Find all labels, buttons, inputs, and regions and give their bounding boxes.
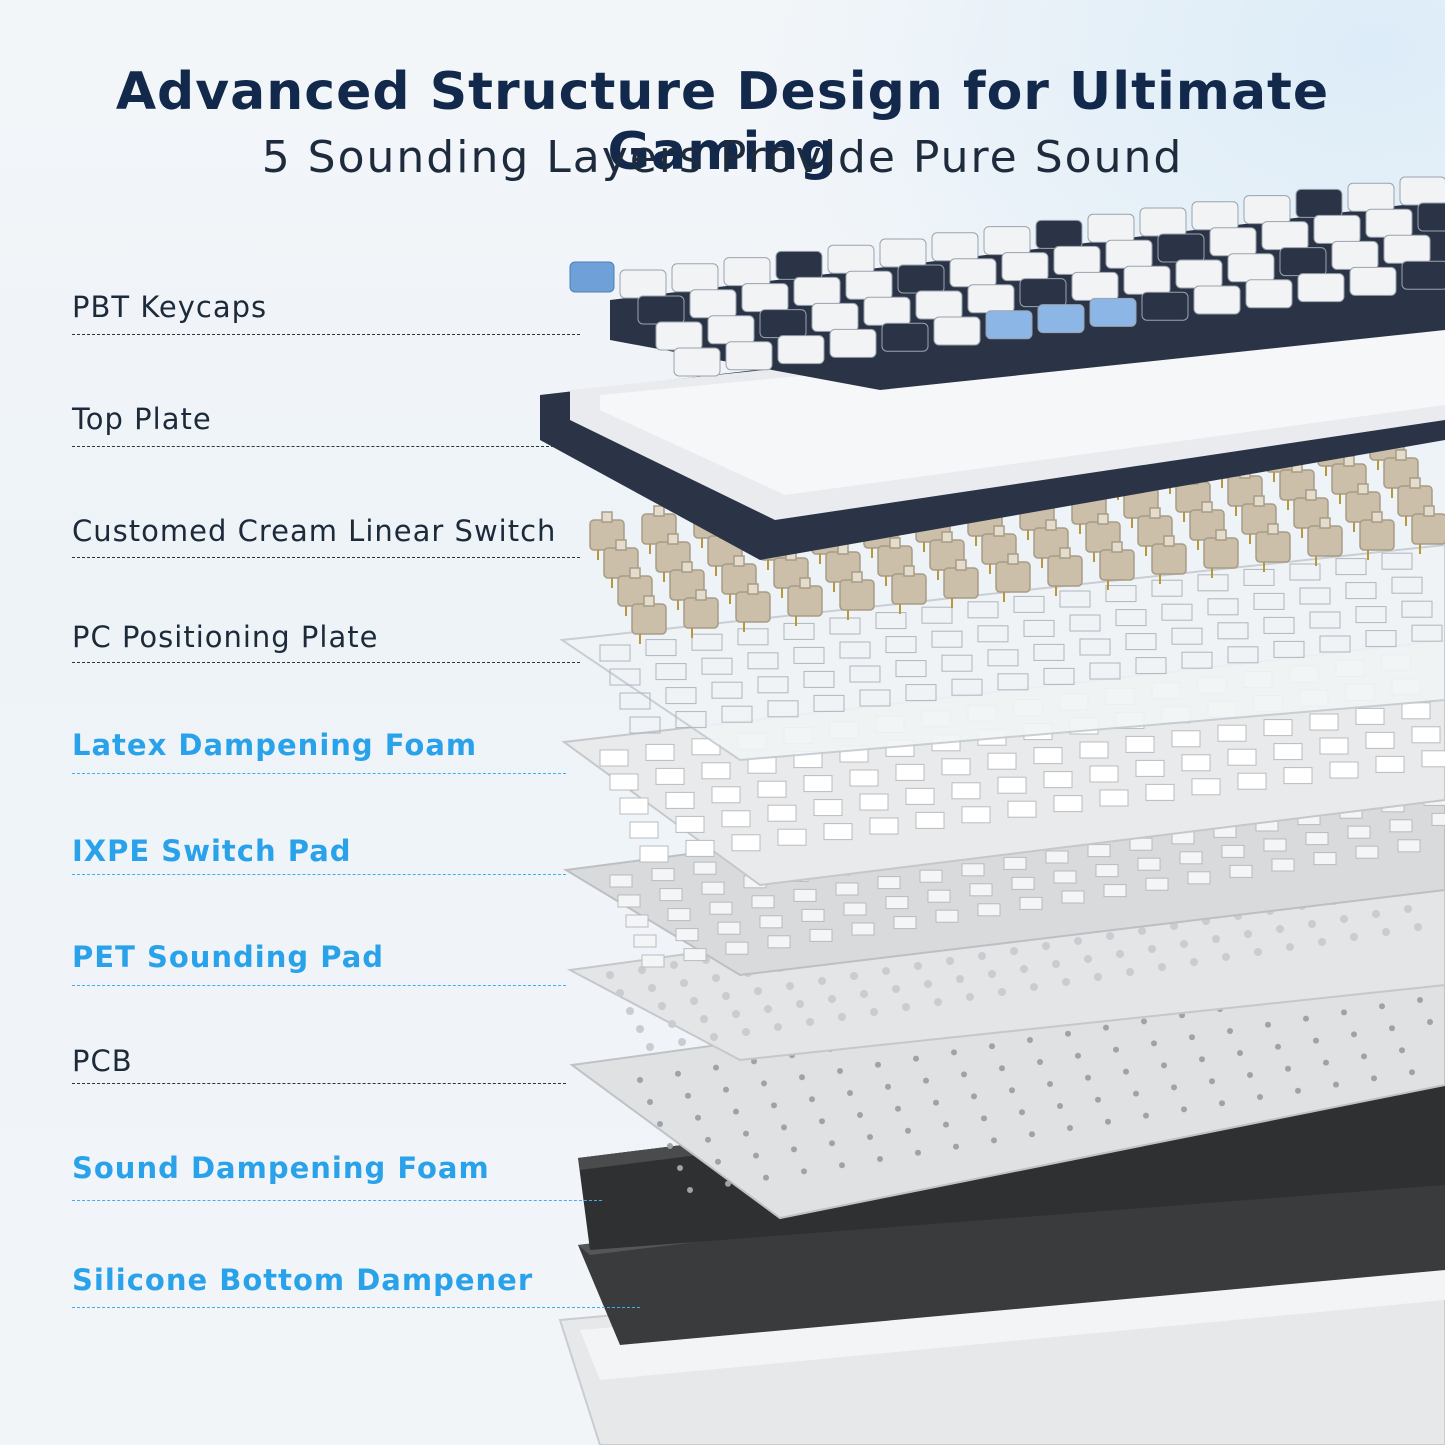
keycaps-layer (569, 176, 1445, 390)
pc-positioning-plate (559, 543, 1445, 762)
label-silicone-dampener: Silicone Bottom Dampener (72, 1263, 534, 1297)
label-latex-foam: Latex Dampening Foam (72, 728, 478, 762)
label-ixpe-pad: IXPE Switch Pad (72, 834, 352, 868)
divider-line (72, 1200, 602, 1201)
divider-line (72, 1083, 566, 1084)
label-sound-foam: Sound Dampening Foam (72, 1151, 490, 1185)
pcb-layer (569, 943, 1445, 1220)
label-top-plate: Top Plate (72, 402, 212, 436)
divider-line (72, 773, 566, 774)
page-subtitle: 5 Sounding Layers Provide Pure Sound (261, 132, 1184, 183)
label-pbt-keycaps: PBT Keycaps (72, 290, 268, 324)
divider-line (72, 334, 580, 335)
divider-line (72, 446, 564, 447)
divider-line (72, 874, 566, 875)
top-plate (540, 290, 1445, 560)
label-pcb: PCB (72, 1044, 133, 1078)
divider-line (72, 557, 580, 558)
divider-line (72, 662, 580, 663)
label-switch: Customed Cream Linear Switch (72, 514, 557, 548)
page-title: Advanced Structure Design for Ultimate G… (115, 62, 1330, 182)
label-pet-pad: PET Sounding Pad (72, 940, 385, 974)
label-pc-positioning-plate: PC Positioning Plate (72, 620, 379, 654)
divider-line (72, 985, 566, 986)
divider-line (72, 1307, 640, 1308)
